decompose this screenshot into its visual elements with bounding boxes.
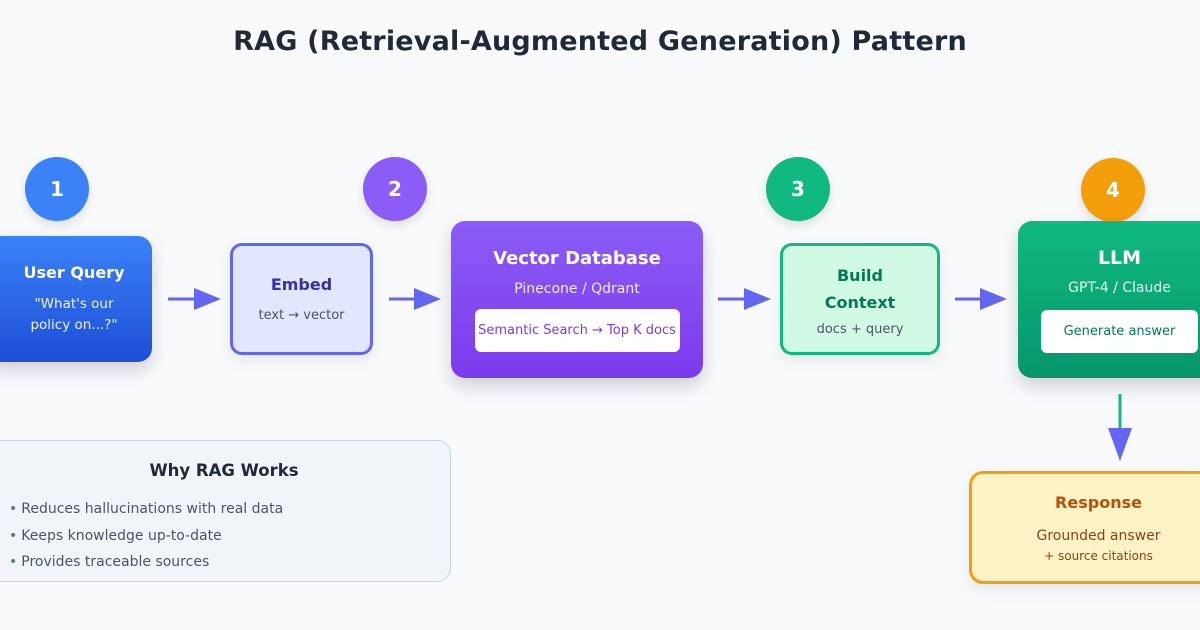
llm-node: LLM GPT-4 / Claude Generate answer [1018,221,1200,378]
list-item: •Reduces hallucinations with real data [9,501,284,517]
arrow-embed-to-vectordb [389,288,441,310]
llm-heading: LLM [1097,246,1142,269]
user-query-heading: User Query [23,262,125,282]
bullet-icon: • [9,554,18,570]
arrow-llm-to-response [1108,394,1132,461]
vector-database-subtext: Pinecone / Qdrant [514,280,640,297]
user-query-node: User Query "What's our policy on...?" [0,236,152,362]
embed-subtext: text → vector [258,308,345,323]
embed-node: Embed text → vector [230,243,373,355]
vector-database-heading: Vector Database [493,247,661,269]
list-item: •Keeps knowledge up-to-date [9,527,222,544]
step-3-badge: 3 [766,157,830,221]
why-rag-works-heading: Why RAG Works [149,461,299,480]
step-2-badge: 2 [363,157,427,221]
why-rag-works-list: •Reduces hallucinations with real data •… [9,496,450,576]
page-title: RAG (Retrieval-Augmented Generation) Pat… [233,26,967,57]
build-context-heading-line1: Build [836,265,883,285]
response-node: Response Grounded answer + source citati… [969,471,1200,584]
build-context-node: Build Context docs + query [780,243,940,355]
semantic-search-chip: Semantic Search → Top K docs [474,308,680,352]
response-citations: + source citations [1044,548,1153,563]
bullet-icon: • [9,527,18,544]
step-1-badge: 1 [25,157,89,221]
step-4-badge: 4 [1081,158,1145,222]
vector-database-node: Vector Database Pinecone / Qdrant Semant… [451,221,703,378]
list-item: •Provides traceable sources [9,554,210,570]
response-heading: Response [1055,492,1142,512]
why-rag-works-panel: Why RAG Works •Reduces hallucinations wi… [0,440,451,582]
arrow-context-to-llm [955,288,1007,310]
arrow-vectordb-to-context [718,288,771,310]
generate-answer-chip: Generate answer [1041,309,1198,353]
user-query-text-line2: policy on...?" [30,316,118,333]
arrow-query-to-embed [168,288,221,310]
build-context-heading-line2: Context [824,292,896,312]
bullet-icon: • [9,501,18,517]
llm-subtext: GPT-4 / Claude [1068,279,1171,296]
build-context-subtext: docs + query [816,321,904,337]
user-query-text-line1: "What's our [34,295,114,312]
embed-heading: Embed [270,275,333,294]
response-subtext: Grounded answer [1036,527,1161,544]
